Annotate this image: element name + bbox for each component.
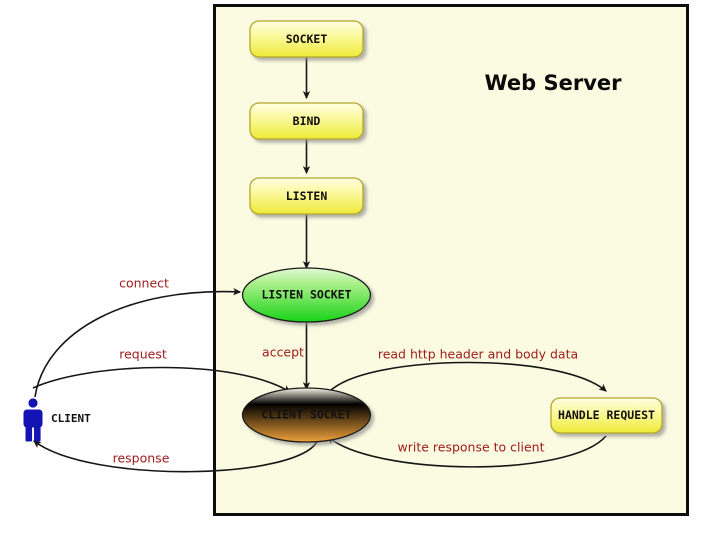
node-socket-shape — [249, 20, 364, 58]
person-icon — [23, 398, 43, 442]
node-bind[interactable]: BIND — [249, 102, 364, 140]
edge-connect — [34, 288, 242, 398]
node-listen[interactable]: LISTEN — [249, 177, 364, 215]
edge-label-accept: accept — [262, 345, 304, 360]
client-actor-label: CLIENT — [51, 412, 91, 425]
node-bind-label: BIND — [293, 114, 321, 128]
node-listen-shape — [249, 177, 364, 215]
node-listen-socket-label: LISTEN SOCKET — [261, 288, 351, 302]
edge-label-request: request — [119, 347, 167, 362]
node-listen-socket-shape — [241, 267, 372, 323]
node-client-socket-label: CLIENT SOCKET — [261, 408, 351, 422]
node-client-socket-shape — [241, 387, 372, 443]
node-client-socket[interactable]: CLIENT SOCKET — [241, 387, 372, 443]
edge-label-response: response — [113, 451, 170, 466]
edge-read-http — [329, 361, 607, 392]
edge-write-response — [327, 435, 607, 468]
edge-response — [33, 439, 319, 473]
web-server-title: Web Server — [484, 71, 622, 95]
edge-label-read-http: read http header and body data — [378, 347, 578, 362]
client-actor[interactable]: CLIENT — [23, 398, 92, 442]
node-bind-shape — [249, 102, 364, 140]
edge-label-connect: connect — [119, 276, 169, 291]
node-socket-label: SOCKET — [286, 32, 328, 46]
edge-request — [32, 366, 291, 393]
node-handle-request-label: HANDLE REQUEST — [558, 408, 655, 422]
edge-label-write-response: write response to client — [397, 440, 544, 455]
node-listen-socket[interactable]: LISTEN SOCKET — [241, 267, 372, 323]
node-socket[interactable]: SOCKET — [249, 20, 364, 58]
node-listen-label: LISTEN — [286, 189, 328, 203]
node-handle-request-shape — [550, 397, 663, 434]
node-handle-request[interactable]: HANDLE REQUEST — [550, 397, 663, 434]
